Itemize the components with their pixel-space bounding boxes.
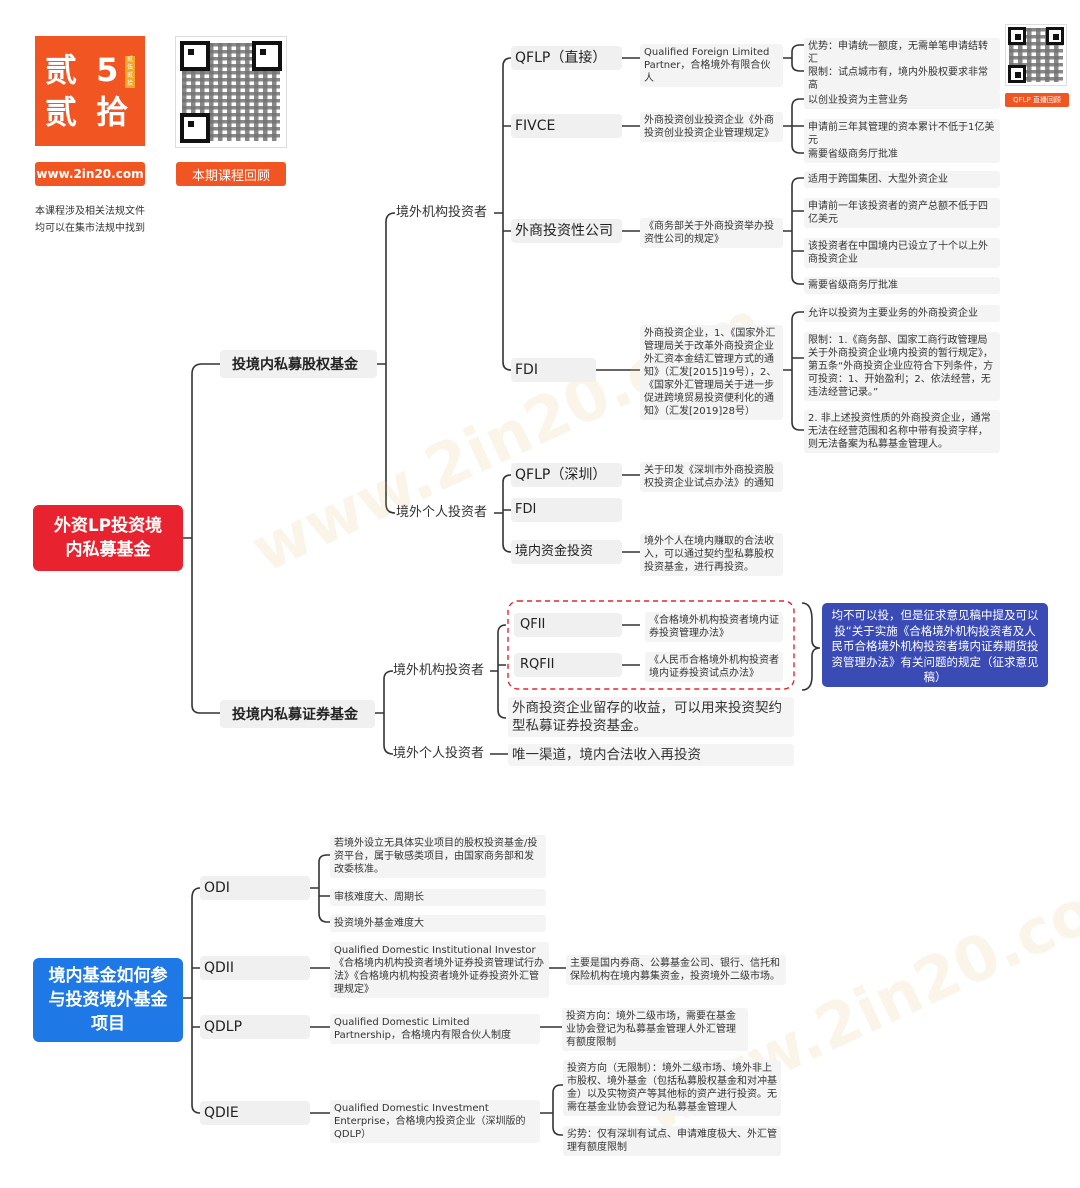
note-line1: 本课程涉及相关法规文件 <box>35 206 145 217</box>
qflp-shenzhen-desc: 关于印发《深圳市外商投资股权投资企业试点办法》的通知 <box>640 462 783 492</box>
fdi-individual-node[interactable]: FDI <box>511 498 622 522</box>
qdie-desc: Qualified Domestic Investment Enterprise… <box>330 1100 540 1143</box>
qflp-direct-desc: Qualified Foreign Limited Partner，合格境外有限… <box>640 44 783 87</box>
fdi-node[interactable]: FDI <box>511 358 596 382</box>
callout-note: 均不可以投，但是征求意见稿中提及可以投“关于实施《合格境外机构投资者及人民币合格… <box>822 603 1048 687</box>
root-foreign-lp[interactable]: 外资LP投资境内私募基金 <box>33 505 183 571</box>
equity-fund-node[interactable]: 投境内私募股权基金 <box>220 350 377 378</box>
domestic-capital-desc: 境外个人在境内赚取的合法收入，可以通过契约型私募股权投资基金，进行再投资。 <box>640 533 783 576</box>
qdii-detail: 主要是国内券商、公募基金公司、银行、信托和保险机构在境内募集资金，投资境外二级市… <box>566 955 786 985</box>
foreign-individual-label[interactable]: 境外个人投资者 <box>396 505 488 520</box>
logo-line2: 贰 拾 <box>45 93 133 131</box>
securities-foreign-individual-label[interactable]: 境外个人投资者 <box>393 746 485 761</box>
fdi-limit1: 限制：1.《商务部、国家工商行政管理局关于外商投资企业境内投资的暂行规定》，第五… <box>804 332 1000 401</box>
securities-fund-node[interactable]: 投境内私募证券基金 <box>220 700 375 728</box>
rqfii-desc: 《人民币合格境外机构投资者境内证券投资试点办法》 <box>645 652 783 682</box>
qflp-direct-node[interactable]: QFLP（直接） <box>511 46 622 70</box>
fivce-desc: 外商投资创业投资企业《外商投资创业投资企业管理规定》 <box>640 112 783 142</box>
qdie-node[interactable]: QDIE <box>200 1101 310 1125</box>
qdii-node[interactable]: QDII <box>200 956 310 980</box>
holding-item: 申请前一年该投资者的资产总额不低于四亿美元 <box>804 198 1000 228</box>
root-domestic-fund[interactable]: 境内基金如何参与投资境外基金项目 <box>33 958 183 1042</box>
odi-item: 若境外设立无具体实业项目的股权投资基金/投资平台，属于敏感类项目，由国家商务部和… <box>330 835 546 878</box>
qflp-con: 限制：试点城市有，境内外股权要求非常高 <box>804 64 1000 94</box>
fivce-item: 以创业投资为主营业务 <box>804 92 1000 109</box>
qdlp-desc: Qualified Domestic Limited Partnership，合… <box>330 1014 540 1044</box>
fivce-item: 需要省级商务厅批准 <box>804 146 1000 163</box>
qflp-qr-code-icon <box>1005 24 1067 86</box>
qdlp-detail: 投资方向：境外二级市场，需要在基金业协会登记为私募基金管理人外汇管理有额度限制 <box>562 1008 748 1051</box>
holding-desc: 《商务部关于外商投资举办投资性公司的规定》 <box>640 218 783 248</box>
fivce-node[interactable]: FIVCE <box>511 114 622 138</box>
holding-item: 该投资者在中国境内已设立了十个以上外商投资企业 <box>804 238 1000 268</box>
individual-only-channel: 唯一渠道，境内合法收入再投资 <box>508 744 794 766</box>
odi-item: 投资境外基金难度大 <box>330 915 546 932</box>
qr-code-icon <box>175 36 287 148</box>
note-line2: 均可以在集市法规中找到 <box>35 223 145 234</box>
brand-logo: 贰 5 贰 拾 贰伍贰拾 <box>35 36 145 146</box>
domestic-capital-node[interactable]: 境内资金投资 <box>511 540 622 564</box>
foreign-institution-label[interactable]: 境外机构投资者 <box>396 205 488 220</box>
qdii-desc: Qualified Domestic Institutional Investo… <box>330 942 549 998</box>
fdi-allow: 允许以投资为主要业务的外商投资企业 <box>804 305 1000 322</box>
qfii-desc: 《合格境外机构投资者境内证券投资管理办法》 <box>645 612 783 642</box>
odi-item: 审核难度大、周期长 <box>330 889 546 906</box>
holding-item: 适用于跨国集团、大型外资企业 <box>804 171 1000 188</box>
website-link[interactable]: www.2in20.com <box>35 162 145 186</box>
fdi-desc: 外商投资企业，1、《国家外汇管理局关于改革外商投资企业外汇资本金结汇管理方式的通… <box>640 325 783 420</box>
fdi-limit2: 2. 非上述投资性质的外商投资企业，通常无法在经营范围和名称中带有投资字样，则无… <box>804 410 1000 453</box>
qflp-review-badge[interactable]: QFLP 直播回顾 <box>1005 93 1069 107</box>
holding-company-node[interactable]: 外商投资性公司 <box>511 219 622 243</box>
qfii-node[interactable]: QFII <box>514 613 622 637</box>
holding-item: 需要省级商务厅批准 <box>804 277 1000 294</box>
fivce-item: 申请前三年其管理的资本累计不低于1亿美元 <box>804 119 1000 149</box>
fie-income-note: 外商投资企业留存的收益，可以用来投资契约型私募证券投资基金。 <box>508 697 794 737</box>
review-button[interactable]: 本期课程回顾 <box>176 162 286 186</box>
qdie-detail1: 投资方向（无限制）：境外二级市场、境外非上市股权、境外基金（包括私募股权基金和对… <box>563 1060 781 1116</box>
securities-foreign-institution-label[interactable]: 境外机构投资者 <box>393 663 485 678</box>
logo-side-text: 贰伍贰拾 <box>125 56 135 88</box>
qdlp-node[interactable]: QDLP <box>200 1015 310 1039</box>
logo-line1: 贰 5 <box>45 51 123 89</box>
root-foreign-lp-label: 外资LP投资境内私募基金 <box>53 516 163 560</box>
rqfii-node[interactable]: RQFII <box>514 653 622 677</box>
qdie-detail2: 劣势：仅有深圳有试点、申请难度极大、外汇管理有额度限制 <box>563 1126 781 1156</box>
root-domestic-fund-label: 境内基金如何参与投资境外基金项目 <box>48 966 168 1034</box>
odi-node[interactable]: ODI <box>200 876 310 900</box>
qflp-pro: 优势：申请统一额度，无需单笔申请结转汇 <box>804 38 1000 68</box>
qflp-shenzhen-node[interactable]: QFLP（深圳） <box>511 463 622 487</box>
